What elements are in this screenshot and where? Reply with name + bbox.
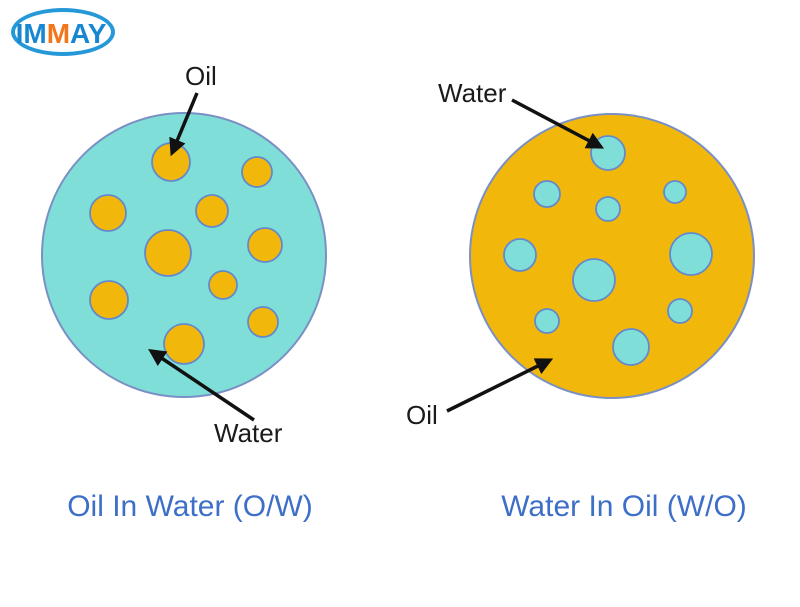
- water-phase-label-left: Water: [214, 418, 283, 448]
- annotation-arrow: [169, 92, 199, 157]
- water-droplet: [590, 135, 626, 171]
- oil-phase-label-right: Oil: [406, 400, 438, 430]
- water-droplet: [595, 196, 621, 222]
- oil-droplet: [247, 227, 283, 263]
- logo-ellipse-icon: [11, 8, 115, 56]
- water-droplet-label-right: Water: [438, 78, 507, 108]
- annotation-arrow: [446, 358, 554, 413]
- oil-droplet: [89, 280, 129, 320]
- oil-droplet: [195, 194, 229, 228]
- immay-logo: IMMAY: [8, 5, 120, 59]
- caption-oil-in-water: Oil In Water (O/W): [67, 490, 313, 523]
- oil-droplet: [241, 156, 273, 188]
- water-droplet: [612, 328, 650, 366]
- annotation-arrow: [148, 349, 255, 422]
- oil-droplet: [144, 229, 192, 277]
- water-droplet: [572, 258, 616, 302]
- water-droplet: [534, 308, 560, 334]
- oil-droplet: [89, 194, 127, 232]
- logo-text-part3: AY: [70, 18, 107, 49]
- water-droplet: [503, 238, 537, 272]
- oil-droplet-label-left: Oil: [185, 61, 217, 91]
- caption-water-in-oil: Water In Oil (W/O): [501, 490, 747, 523]
- annotation-arrow: [511, 98, 605, 149]
- logo-wordmark: IMMAY: [8, 20, 114, 48]
- water-droplet: [663, 180, 687, 204]
- water-droplet: [667, 298, 693, 324]
- oil-droplet: [163, 323, 205, 365]
- oil-droplet: [151, 142, 191, 182]
- water-droplet: [669, 232, 713, 276]
- logo-text-part2: M: [46, 18, 71, 49]
- water-in-oil-diagram: [446, 98, 755, 413]
- oil-droplet: [208, 270, 238, 300]
- water-droplet: [533, 180, 561, 208]
- oil-droplet: [247, 306, 279, 338]
- oil-in-water-diagram: [41, 92, 327, 422]
- logo-text-part1: IM: [15, 18, 47, 49]
